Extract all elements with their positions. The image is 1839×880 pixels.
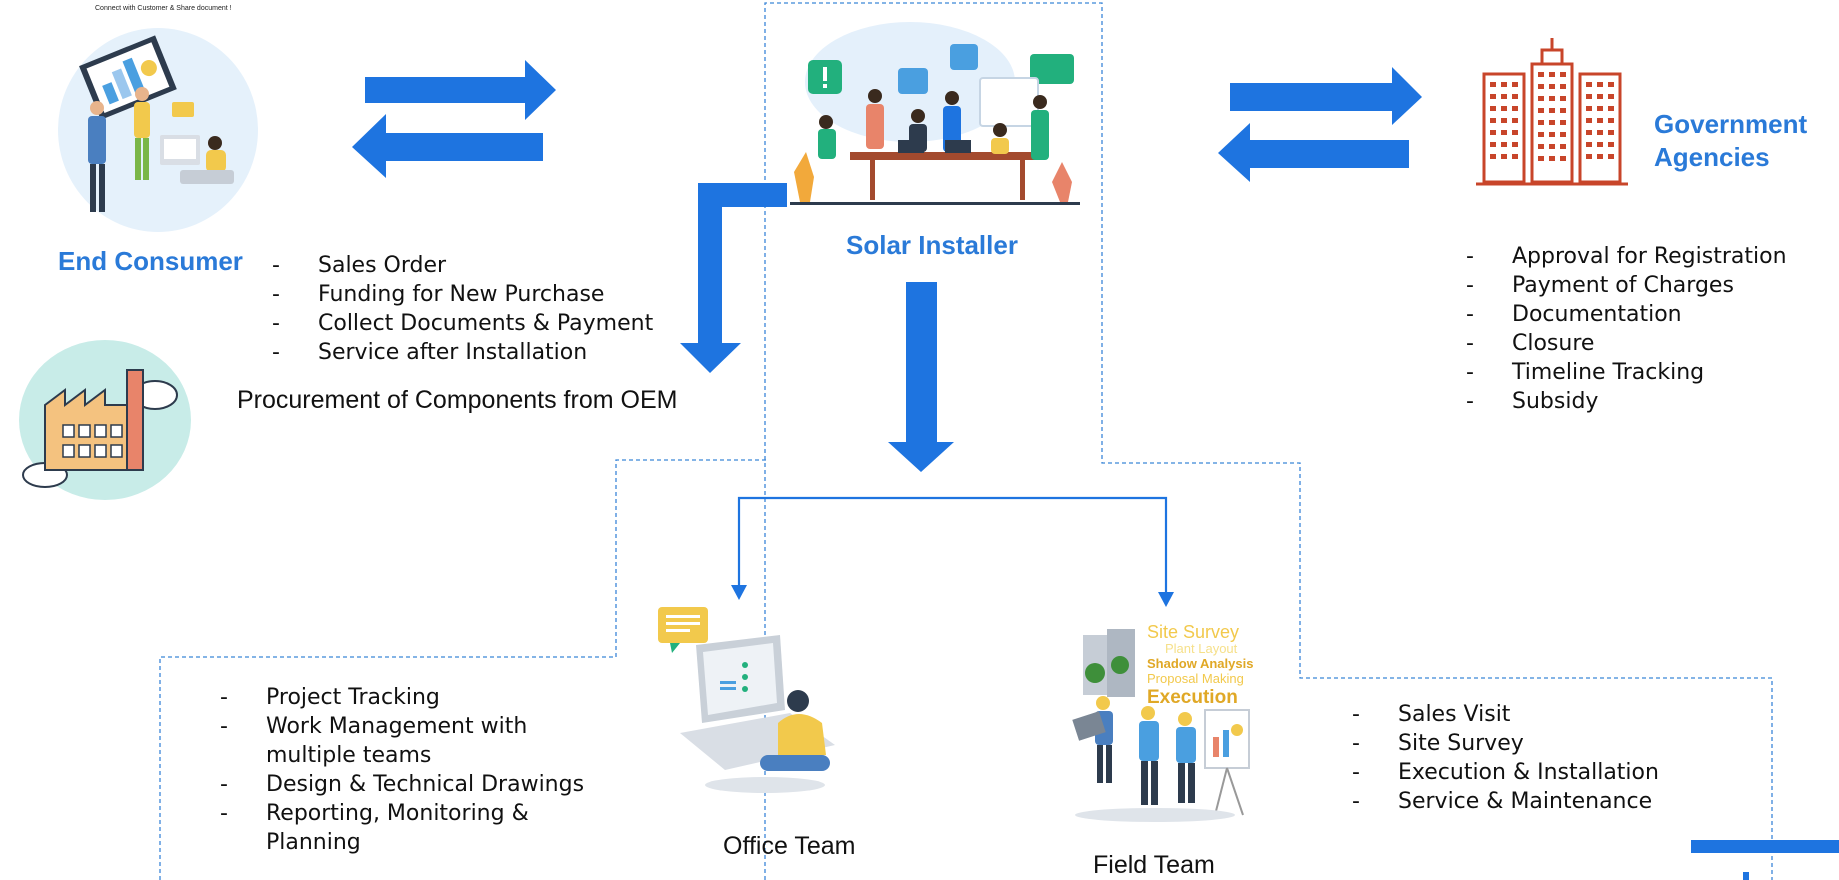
government-title-line2: Agencies xyxy=(1654,142,1770,172)
procurement-label: Procurement of Components from OEM xyxy=(237,386,678,414)
word-plant-layout: Plant Layout xyxy=(1165,641,1238,656)
list-item: Approval for Registration xyxy=(1466,242,1787,271)
office-task-list: Project Tracking Work Management with mu… xyxy=(220,683,620,857)
list-item: Service after Installation xyxy=(272,338,653,367)
small-caption: Connect with Customer & Share document ! xyxy=(95,5,232,12)
arrow-to-procurement xyxy=(680,183,787,373)
corner-bar xyxy=(1691,840,1839,853)
field-team-title: Field Team xyxy=(1093,851,1215,879)
list-item: Service & Maintenance xyxy=(1352,787,1659,816)
arrow-to-office-team xyxy=(731,585,747,600)
list-item: Closure xyxy=(1466,329,1787,358)
list-item: Reporting, Monitoring & Planning xyxy=(220,799,620,857)
factory-icon xyxy=(19,340,191,500)
branch-connector xyxy=(737,496,1168,595)
building-icon xyxy=(1476,38,1628,186)
word-execution: Execution xyxy=(1147,687,1238,708)
office-team-title: Office Team xyxy=(723,832,856,860)
field-survey-icon: Site Survey Plant Layout Shadow Analysis… xyxy=(1072,622,1253,822)
word-site-survey: Site Survey xyxy=(1147,622,1239,642)
list-item: Funding for New Purchase xyxy=(272,280,653,309)
arrow-to-consumer xyxy=(352,114,543,178)
installer-region-border xyxy=(764,2,1773,880)
corner-mark xyxy=(1743,872,1749,880)
consumer-task-list: Sales Order Funding for New Purchase Col… xyxy=(272,251,653,367)
list-item: Documentation xyxy=(1466,300,1787,329)
list-item: Sales Visit xyxy=(1352,700,1659,729)
arrow-from-government xyxy=(1218,123,1409,182)
list-item: Timeline Tracking xyxy=(1466,358,1787,387)
list-item: Execution & Installation xyxy=(1352,758,1659,787)
solar-installer-title: Solar Installer xyxy=(846,230,1018,260)
list-item: Work Management with multiple teams xyxy=(220,712,620,770)
end-consumer-title: End Consumer xyxy=(58,246,243,276)
list-item: Design & Technical Drawings xyxy=(220,770,620,799)
list-item: Sales Order xyxy=(272,251,653,280)
list-item: Project Tracking xyxy=(220,683,620,712)
list-item: Payment of Charges xyxy=(1466,271,1787,300)
field-task-list: Sales Visit Site Survey Execution & Inst… xyxy=(1352,700,1659,816)
office-region-border xyxy=(159,459,768,880)
list-item: Site Survey xyxy=(1352,729,1659,758)
arrow-to-government xyxy=(1230,67,1422,125)
arrow-to-teams xyxy=(888,282,954,472)
arrow-to-installer xyxy=(365,60,556,120)
list-item: Subsidy xyxy=(1466,387,1787,416)
arrow-to-field-team xyxy=(1158,592,1174,607)
list-item: Collect Documents & Payment xyxy=(272,309,653,338)
laptop-user-icon xyxy=(658,607,835,793)
government-task-list: Approval for Registration Payment of Cha… xyxy=(1466,242,1787,416)
customer-illustration-icon xyxy=(58,28,258,232)
word-shadow-analysis: Shadow Analysis xyxy=(1147,656,1253,671)
word-proposal-making: Proposal Making xyxy=(1147,671,1244,686)
government-title: Government Agencies xyxy=(1654,108,1807,174)
team-meeting-icon xyxy=(790,22,1080,205)
government-title-line1: Government xyxy=(1654,109,1808,139)
